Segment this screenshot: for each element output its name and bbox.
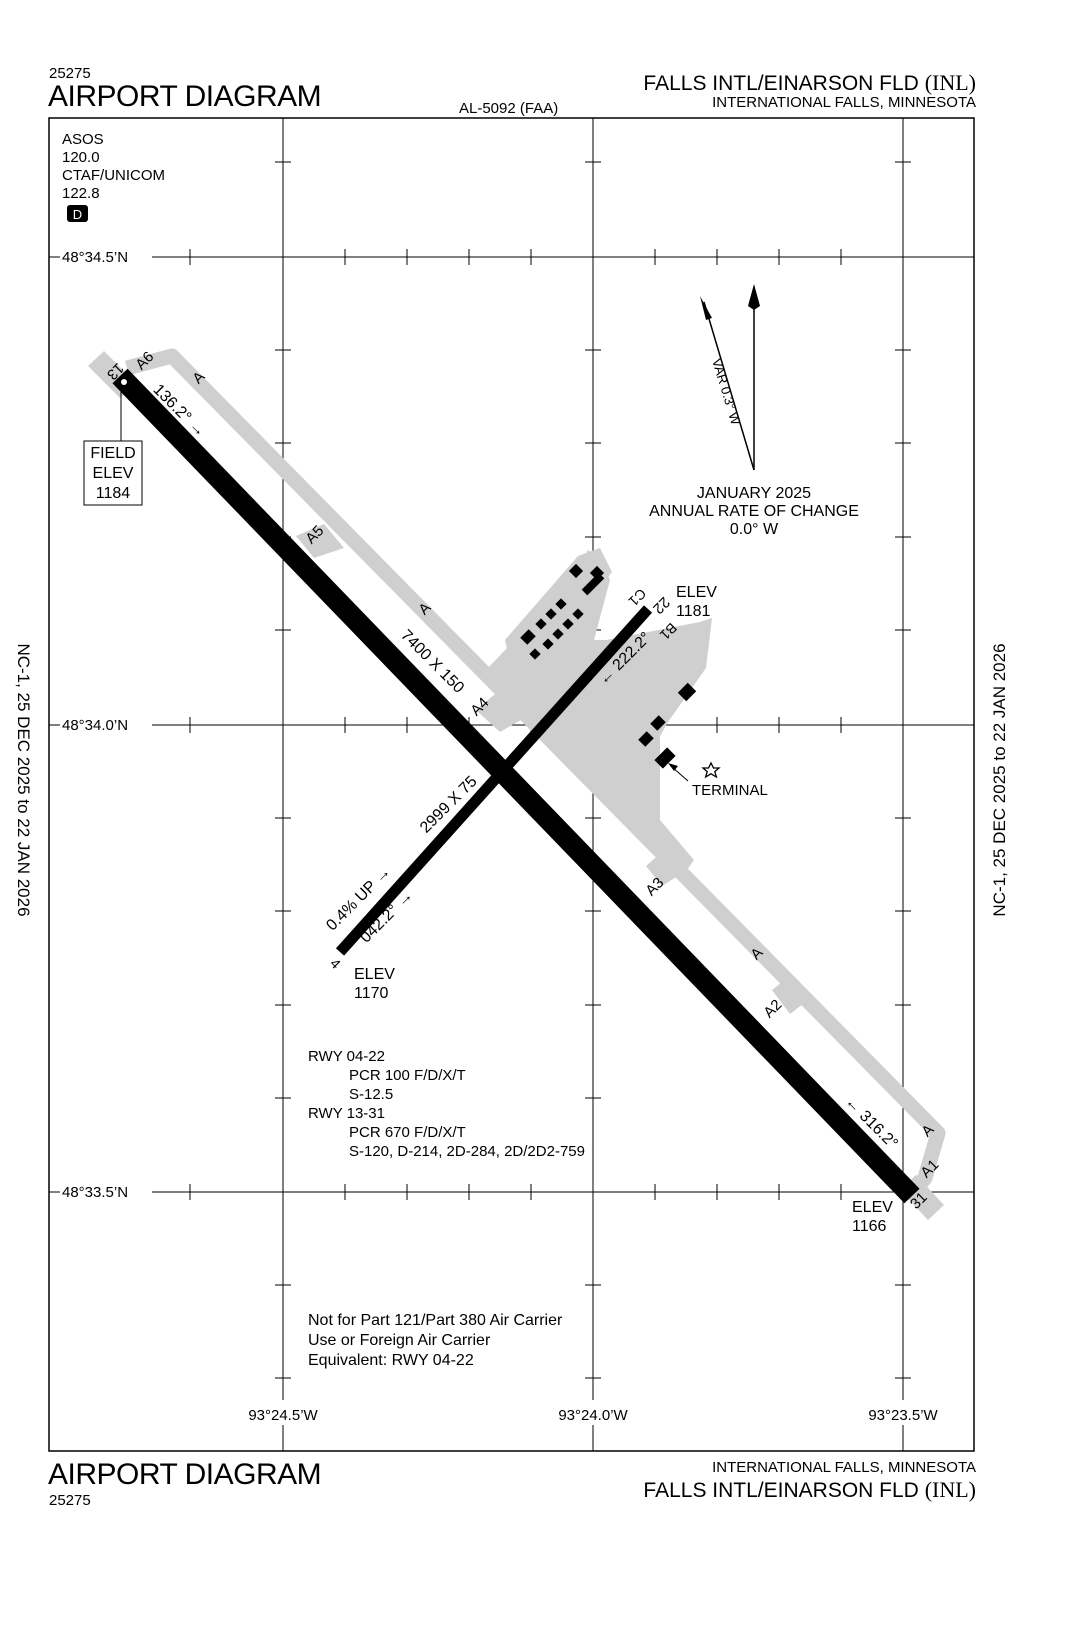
taxiway-a4 [476, 690, 528, 732]
chart-frame [48, 117, 975, 1452]
procedure-number: AL-5092 (FAA) [459, 100, 559, 117]
runway-4-label: 4 [327, 955, 344, 972]
runway-info-line: PCR 100 F/D/X/T [349, 1067, 466, 1084]
rate-of-change-value: 0.0° W [730, 521, 779, 538]
airport-ident: (INL) [924, 1477, 976, 1502]
airport-name-bottom: FALLS INTL/EINARSON FLD (INL) [643, 1477, 976, 1502]
magnetic-north-line [703, 301, 755, 471]
rwy31-elev-value: 1166 [852, 1218, 887, 1235]
terminal-arrow-icon [668, 763, 678, 771]
true-north-arrow-icon [748, 284, 760, 310]
chart-code-bottom: 25275 [49, 1492, 91, 1509]
runway-info-line: S-120, D-214, 2D-284, 2D/2D2-759 [349, 1143, 585, 1160]
lat-label: 48°33.5’N [62, 1184, 128, 1201]
taxiway-a3 [646, 850, 684, 886]
lon-label: 93°24.5’W [248, 1407, 318, 1424]
asos-label: ASOS [62, 131, 104, 148]
chart-code-top: 25275 [49, 65, 91, 82]
variation-date: JANUARY 2025 [697, 485, 811, 502]
city-state-top: INTERNATIONAL FALLS, MINNESOTA [712, 94, 976, 111]
rwy4-elev-value: 1170 [354, 985, 389, 1002]
lat-label: 48°34.0’N [62, 717, 128, 734]
taxiway-c1-label: C1 [625, 586, 649, 610]
field-elev-value: 1184 [96, 485, 131, 502]
d-badge-text: D [73, 207, 82, 222]
taxiway-a2 [772, 976, 808, 1014]
field-elev-line1: FIELD [90, 445, 135, 462]
rate-of-change-label: ANNUAL RATE OF CHANGE [649, 503, 859, 520]
ctaf-label: CTAF/UNICOM [62, 167, 165, 184]
magnetic-north-arrow-icon [700, 296, 712, 320]
notice-line: Not for Part 121/Part 380 Air Carrier [308, 1312, 563, 1329]
runway-info-line: RWY 13-31 [308, 1105, 385, 1122]
rwy22-elev-label: ELEV [676, 584, 717, 601]
notice-line: Use or Foreign Air Carrier [308, 1332, 491, 1349]
d-atis-badge [67, 205, 88, 222]
city-state-bottom: INTERNATIONAL FALLS, MINNESOTA [712, 1459, 976, 1476]
graticule [49, 118, 974, 1451]
runway-info-line: RWY 04-22 [308, 1048, 385, 1065]
taxiway-a5 [296, 524, 344, 558]
runway-info-line: S-12.5 [349, 1086, 393, 1103]
runway-04-22 [335, 605, 653, 956]
airport-name-text: FALLS INTL/EINARSON FLD [643, 72, 919, 95]
runway-13-31 [112, 368, 920, 1204]
runway-info-line: PCR 670 F/D/X/T [349, 1124, 466, 1141]
runway-22-label: 22 [649, 593, 673, 617]
airport-ident: (INL) [924, 70, 976, 95]
airport-name-text: FALLS INTL/EINARSON FLD [643, 1479, 919, 1502]
chart-title-bottom: AIRPORT DIAGRAM [48, 1458, 322, 1491]
terminal-label: TERMINAL [692, 782, 768, 799]
variation-label: VAR 0.3° W [709, 357, 744, 428]
field-elev-line2: ELEV [93, 465, 134, 482]
field-elevation-box [83, 440, 143, 506]
lat-label: 48°34.5’N [62, 249, 128, 266]
terminal-star-icon [701, 761, 721, 779]
ctaf-frequency: 122.8 [62, 185, 100, 202]
hangar-blocks [520, 563, 697, 769]
asos-frequency: 120.0 [62, 149, 100, 166]
rwy31-elev-label: ELEV [852, 1199, 893, 1216]
rwy4-elev-label: ELEV [354, 966, 395, 983]
rwy22-elev-value: 1181 [676, 603, 711, 620]
airport-name-top: FALLS INTL/EINARSON FLD (INL) [643, 70, 976, 95]
arp-marker [121, 379, 127, 385]
lon-label: 93°23.5’W [868, 1407, 938, 1424]
taxiway-a [125, 348, 946, 1200]
chart-title-top: AIRPORT DIAGRAM [48, 80, 322, 113]
lon-label: 93°24.0’W [558, 1407, 628, 1424]
notice-line: Equivalent: RWY 04-22 [308, 1352, 474, 1369]
